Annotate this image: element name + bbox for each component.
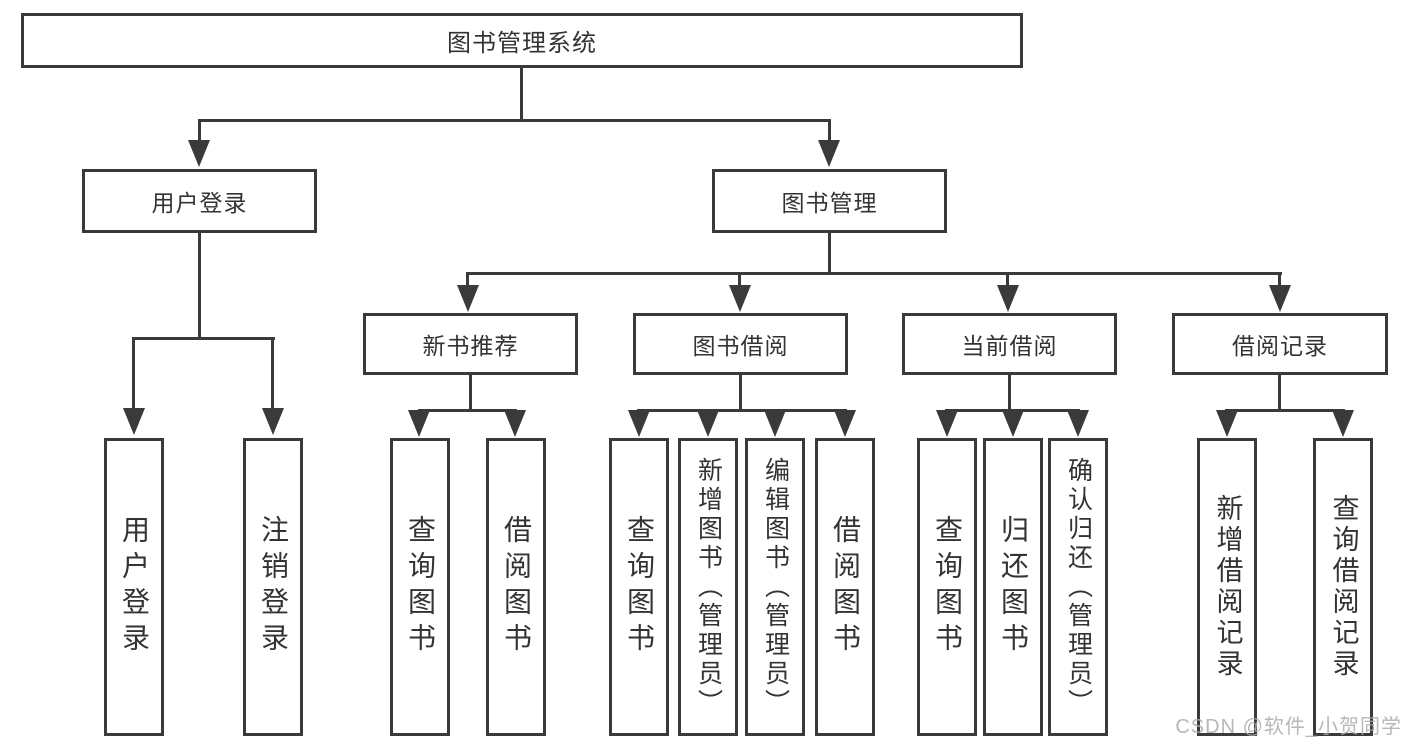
node-leaf-query-borrow-record: 查询借阅记录 (1313, 438, 1373, 736)
node-label: 用户登录 (151, 190, 248, 216)
node-label: 新增借阅记录 (1212, 494, 1243, 680)
node-borrowing-records: 借阅记录 (1172, 313, 1388, 375)
node-leaf-borrow-books-borrowing: 借阅图书 (815, 438, 875, 736)
connector-line (466, 272, 469, 286)
csdn-watermark: CSDN @软件_小贺同学 (1175, 716, 1402, 738)
arrowhead-down-icon (123, 408, 145, 435)
connector-line (198, 119, 201, 142)
node-label: 查询借阅记录 (1328, 494, 1359, 680)
connector-line (469, 375, 472, 409)
arrowhead-down-icon (834, 410, 856, 437)
connector-line (198, 233, 201, 337)
connector-line (738, 272, 741, 286)
node-label: 查询图书 (624, 515, 655, 659)
node-book-management-system: 图书管理系统 (21, 13, 1023, 68)
connector-line (637, 409, 847, 412)
connector-line (1278, 375, 1281, 409)
node-leaf-borrow-books-recommend: 借阅图书 (486, 438, 546, 736)
node-label: 图书管理 (781, 190, 878, 216)
arrowhead-down-icon (188, 140, 210, 167)
arrowhead-down-icon (1216, 410, 1238, 437)
node-leaf-confirm-return-admin: 确认归还（管理员） (1048, 438, 1108, 736)
node-label: 查询图书 (932, 515, 963, 659)
node-label: 借阅图书 (501, 515, 532, 659)
arrowhead-down-icon (408, 410, 430, 437)
connector-line (271, 337, 274, 409)
node-label: 查询图书 (405, 515, 436, 659)
connector-line (828, 119, 831, 142)
node-book-management: 图书管理 (712, 169, 947, 233)
node-user-login: 用户登录 (82, 169, 317, 233)
node-leaf-query-books-recommend: 查询图书 (390, 438, 450, 736)
connector-line (1278, 272, 1281, 286)
node-leaf-user-login: 用户登录 (104, 438, 164, 736)
arrowhead-down-icon (1332, 410, 1354, 437)
node-new-book-recommend: 新书推荐 (363, 313, 578, 375)
node-leaf-add-books-admin: 新增图书（管理员） (678, 438, 738, 736)
arrowhead-down-icon (504, 410, 526, 437)
connector-line (132, 337, 135, 409)
connector-line (466, 272, 1282, 275)
node-leaf-edit-books-admin: 编辑图书（管理员） (745, 438, 805, 736)
node-leaf-logout: 注销登录 (243, 438, 303, 736)
node-book-borrowing: 图书借阅 (633, 313, 848, 375)
connector-line (418, 409, 517, 412)
arrowhead-down-icon (628, 410, 650, 437)
connector-line (1006, 272, 1009, 286)
connector-line (739, 375, 742, 409)
node-leaf-return-books: 归还图书 (983, 438, 1043, 736)
arrowhead-down-icon (764, 410, 786, 437)
node-label: 新增图书（管理员） (694, 456, 723, 718)
node-label: 新书推荐 (422, 333, 519, 359)
node-label: 编辑图书（管理员） (761, 456, 790, 718)
connector-line (1225, 409, 1345, 412)
node-leaf-add-borrow-record: 新增借阅记录 (1197, 438, 1257, 736)
node-label: 归还图书 (998, 515, 1029, 659)
node-label: 借阅图书 (830, 515, 861, 659)
arrowhead-down-icon (262, 408, 284, 435)
node-label: 图书管理系统 (447, 30, 597, 57)
connector-line (520, 68, 523, 119)
connector-line (198, 119, 831, 122)
arrowhead-down-icon (997, 285, 1019, 312)
connector-line (828, 233, 831, 272)
node-leaf-query-books-borrowing: 查询图书 (609, 438, 669, 736)
node-label: 图书借阅 (692, 333, 789, 359)
arrowhead-down-icon (729, 285, 751, 312)
arrowhead-down-icon (1067, 410, 1089, 437)
arrowhead-down-icon (818, 140, 840, 167)
node-leaf-query-books-current: 查询图书 (917, 438, 977, 736)
arrowhead-down-icon (1269, 285, 1291, 312)
arrowhead-down-icon (457, 285, 479, 312)
node-label: 确认归还（管理员） (1064, 456, 1093, 718)
connector-line (132, 337, 275, 340)
connector-line (1008, 375, 1011, 409)
node-label: 借阅记录 (1232, 333, 1328, 359)
arrowhead-down-icon (697, 410, 719, 437)
arrowhead-down-icon (1002, 410, 1024, 437)
node-current-borrowing: 当前借阅 (902, 313, 1117, 375)
node-label: 当前借阅 (961, 333, 1058, 359)
node-label: 注销登录 (258, 515, 289, 659)
arrowhead-down-icon (936, 410, 958, 437)
node-label: 用户登录 (119, 515, 150, 659)
